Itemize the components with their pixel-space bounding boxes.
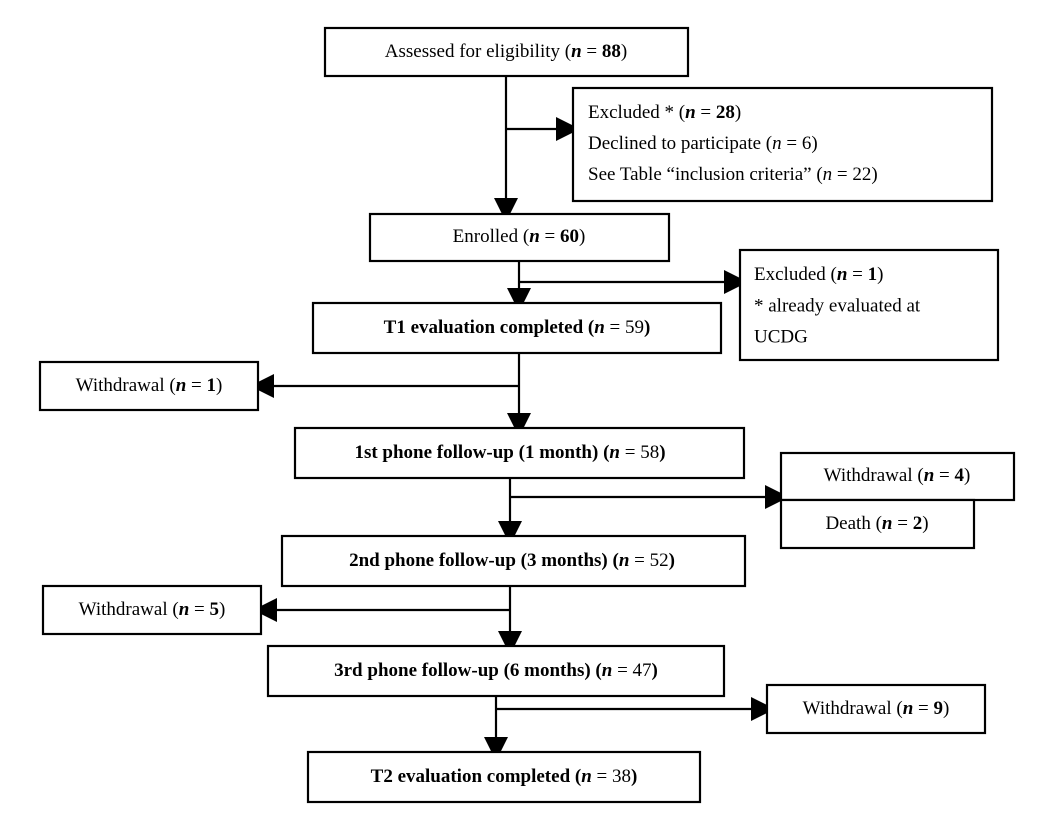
t1-n-symbol: n: [594, 317, 605, 338]
excluded1-line2-n-eq: =: [786, 133, 797, 154]
excluded2-line1-label: Excluded: [754, 264, 826, 285]
svg-text:Excluded * (n = 28): Excluded * (n = 28): [588, 102, 741, 123]
followup1-label: 1st phone follow-up (1 month): [354, 442, 598, 463]
svg-text:2nd phone follow-up (3 months): 2nd phone follow-up (3 months) (n = 52): [349, 550, 675, 571]
t2-n-symbol: n: [581, 766, 592, 787]
node-excluded-screening: Excluded * (n = 28) Declined to particip…: [571, 86, 994, 203]
assessed-n-value: 88: [602, 41, 621, 62]
svg-text:1st phone follow-up (1 month): 1st phone follow-up (1 month) (n = 58): [354, 442, 665, 463]
excluded2-line2: * already evaluated at: [754, 295, 921, 316]
followup1-n-eq: =: [625, 442, 636, 463]
followup1-n-symbol: n: [609, 442, 620, 463]
excluded1-line2-n-value: 6: [802, 133, 812, 154]
withdrawal1-n-value: 1: [206, 375, 216, 396]
followup3-label: 3rd phone follow-up (6 months): [334, 660, 591, 681]
svg-text:T1 evaluation completed (n = 5: T1 evaluation completed (n = 59): [384, 317, 651, 338]
svg-text:Withdrawal (n = 9): Withdrawal (n = 9): [803, 698, 950, 719]
node-assessed-for-eligibility: Assessed for eligibility (n = 88): [323, 26, 690, 78]
death2-label: Death: [825, 513, 871, 534]
t2-n-eq: =: [597, 766, 608, 787]
withdrawal9-n-eq: =: [918, 698, 929, 719]
excluded1-line1-n-symbol: n: [685, 102, 696, 123]
node-withdrawal-1: Withdrawal (n = 1): [38, 360, 260, 412]
svg-text:See Table “inclusion criteria”: See Table “inclusion criteria” (n = 22): [588, 164, 878, 185]
withdrawal9-n-value: 9: [933, 698, 943, 719]
death2-n-eq: =: [897, 513, 908, 534]
t2-n-value: 38: [612, 766, 631, 787]
node-t1-evaluation-completed: T1 evaluation completed (n = 59): [311, 301, 723, 355]
svg-text:Death (n = 2): Death (n = 2): [825, 513, 928, 534]
enrolled-n-symbol: n: [529, 226, 540, 247]
excluded2-line1-n-symbol: n: [837, 264, 848, 285]
t1-n-value: 59: [625, 317, 644, 338]
withdrawal5-n-eq: =: [194, 599, 205, 620]
withdrawal4-n-value: 4: [954, 465, 964, 486]
followup2-label: 2nd phone follow-up (3 months): [349, 550, 608, 571]
node-withdrawal-5: Withdrawal (n = 5): [41, 584, 263, 636]
withdrawal1-label: Withdrawal: [76, 375, 165, 396]
excluded1-line3-n-value: 22: [852, 164, 871, 185]
excluded2-line1-n-value: 1: [868, 264, 878, 285]
excluded1-line3-n-eq: =: [837, 164, 848, 185]
svg-text:Declined to participate (n = 6: Declined to participate (n = 6): [588, 133, 818, 154]
followup2-n-eq: =: [634, 550, 645, 571]
followup3-n-value: 47: [633, 660, 652, 681]
node-followup-3: 3rd phone follow-up (6 months) (n = 47): [266, 644, 726, 698]
withdrawal5-n-value: 5: [209, 599, 219, 620]
excluded2-line3: UCDG: [754, 326, 808, 347]
t2-label: T2 evaluation completed: [371, 766, 571, 787]
svg-text:Withdrawal (n = 4): Withdrawal (n = 4): [824, 465, 971, 486]
enrolled-n-eq: =: [545, 226, 556, 247]
followup2-n-symbol: n: [619, 550, 630, 571]
node-followup-2: 2nd phone follow-up (3 months) (n = 52): [280, 534, 747, 588]
withdrawal5-n-symbol: n: [179, 599, 190, 620]
svg-text:Withdrawal (n = 5): Withdrawal (n = 5): [79, 599, 226, 620]
excluded1-line2-label: Declined to participate: [588, 133, 761, 154]
t1-label: T1 evaluation completed: [384, 317, 584, 338]
node-excluded-already-evaluated: Excluded (n = 1) * already evaluated at …: [738, 248, 1000, 362]
node-followup-1: 1st phone follow-up (1 month) (n = 58): [293, 426, 746, 480]
withdrawal1-n-symbol: n: [176, 375, 187, 396]
t1-n-eq: =: [610, 317, 621, 338]
svg-text:3rd phone follow-up (6 months): 3rd phone follow-up (6 months) (n = 47): [334, 660, 658, 681]
withdrawal4-n-symbol: n: [924, 465, 935, 486]
excluded1-line1-n-eq: =: [700, 102, 711, 123]
node-t2-evaluation-completed: T2 evaluation completed (n = 38): [306, 750, 702, 804]
excluded1-line3-n-symbol: n: [823, 164, 833, 185]
withdrawal4-label: Withdrawal: [824, 465, 913, 486]
node-withdrawal-4: Withdrawal (n = 4): [779, 451, 1016, 502]
enrolled-n-value: 60: [560, 226, 579, 247]
withdrawal4-n-eq: =: [939, 465, 950, 486]
svg-text:Enrolled (n = 60): Enrolled (n = 60): [453, 226, 586, 247]
death2-n-symbol: n: [882, 513, 893, 534]
followup1-n-value: 58: [640, 442, 659, 463]
death2-n-value: 2: [913, 513, 923, 534]
withdrawal9-n-symbol: n: [903, 698, 914, 719]
withdrawal1-n-eq: =: [191, 375, 202, 396]
excluded1-line2-n-symbol: n: [772, 133, 782, 154]
assessed-label: Assessed for eligibility: [385, 41, 561, 62]
withdrawal5-label: Withdrawal: [79, 599, 168, 620]
enrolled-label: Enrolled: [453, 226, 519, 247]
excluded1-line1-n-value: 28: [716, 102, 735, 123]
svg-text:Assessed for eligibility (n =: Assessed for eligibility (n = 88): [385, 41, 627, 62]
followup2-n-value: 52: [650, 550, 669, 571]
svg-text:Excluded (n = 1): Excluded (n = 1): [754, 264, 883, 285]
node-withdrawal-9: Withdrawal (n = 9): [765, 683, 987, 735]
followup3-n-symbol: n: [602, 660, 613, 681]
assessed-n-eq: =: [586, 41, 597, 62]
excluded2-line1-n-eq: =: [852, 264, 863, 285]
svg-text:Withdrawal (n = 1): Withdrawal (n = 1): [76, 375, 223, 396]
withdrawal9-label: Withdrawal: [803, 698, 892, 719]
svg-text:T2 evaluation completed (n = 3: T2 evaluation completed (n = 38): [371, 766, 638, 787]
node-death-2: Death (n = 2): [779, 498, 976, 550]
assessed-n-symbol: n: [571, 41, 582, 62]
node-enrolled: Enrolled (n = 60): [368, 212, 671, 263]
excluded1-line1-label: Excluded *: [588, 102, 674, 123]
excluded1-line3-label: See Table “inclusion criteria”: [588, 164, 812, 185]
followup3-n-eq: =: [617, 660, 628, 681]
